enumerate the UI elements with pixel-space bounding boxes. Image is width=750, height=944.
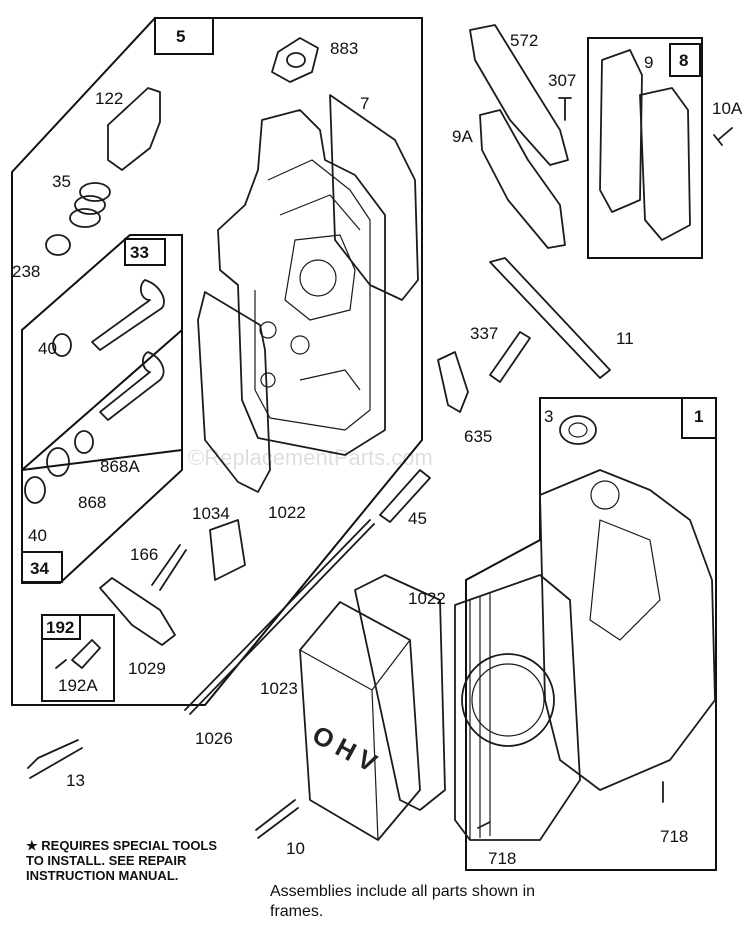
part-192-drawing [55,639,101,669]
assembly-note: Assemblies include all parts shown in fr… [270,882,535,922]
watermark: ©ReplacementParts.com [188,445,433,470]
frame-1-outline [465,397,717,871]
rocker-1029-drawing [99,577,176,646]
gasket-1022a-drawing [197,291,271,493]
frame-1-box [681,397,717,439]
part-label-11: 11 [616,329,634,348]
part-label-718a: 718 [488,849,517,868]
part-label-10: 10 [286,839,305,858]
part-label-1026: 1026 [195,729,233,748]
gasket-1022b-drawing [354,574,446,811]
frame-8-box [669,43,701,77]
part-label-122: 122 [95,89,124,108]
frame-label-8: 8 [679,51,689,70]
valve-cover-1023-drawing [299,601,421,841]
gasket-9-drawing [599,49,643,213]
part-label-35: 35 [52,172,71,191]
plate-1034-drawing [209,519,246,581]
screw-307-drawing [558,97,572,121]
part-label-718b: 718 [660,827,689,846]
frame-label-192: 192 [46,618,75,637]
ring-238-drawing [45,234,71,256]
part-label-307: 307 [548,71,577,90]
part-label-337: 337 [470,324,499,343]
gasket-883-drawing [271,37,319,83]
spark-plug-337-drawing [489,331,531,383]
part-label-9: 9 [644,53,654,72]
pushrod-1026-drawing [184,519,375,715]
tube-11-drawing [489,257,611,379]
part-label-1034: 1034 [192,504,230,523]
footnote-line-3: INSTRUCTION MANUAL. [26,868,179,883]
part-label-1022b: 1022 [408,589,446,608]
rocker-cover-drawing [639,87,691,241]
part-label-45: 45 [408,509,427,528]
pin-45-drawing [379,469,431,523]
frame-label-1: 1 [694,407,704,426]
bolt-10A-drawing [713,127,733,146]
frame-5-box [154,17,214,55]
valve-33-drawing [52,279,165,357]
part-label-192A: 192A [58,676,98,695]
head-gasket-7-drawing [329,94,419,301]
frame-label-33: 33 [130,243,149,262]
assembly-note-line-1: Assemblies include all parts shown in [270,883,536,900]
special-tools-footnote: ★ REQUIRES SPECIAL TOOLS TO INSTALL. SEE… [26,838,217,883]
footnote-line-2: TO INSTALL. SEE REPAIR [26,853,187,868]
part-label-3: 3 [544,407,554,426]
frame-192-box [41,614,81,640]
boot-635-drawing [437,351,469,413]
part-label-868A: 868A [100,457,140,476]
spring-35-drawing [69,182,111,228]
part-label-10A: 10A [712,99,743,118]
frame-label-5: 5 [176,27,186,46]
frame-5-outline [11,17,423,706]
dowel-718a-drawing [477,821,491,829]
cylinder-head-drawing [217,109,386,456]
part-label-635: 635 [464,427,493,446]
frame-33-outline [21,234,183,472]
seal-3-drawing [559,415,597,445]
part-label-1029: 1029 [128,659,166,678]
gasket-572-drawing [469,24,569,166]
frame-33-box [124,238,166,266]
frame-label-34: 34 [30,559,49,578]
bolt-13-drawing [27,739,83,779]
part-label-868: 868 [78,493,107,512]
valve-34-drawing [24,351,165,504]
part-label-7: 7 [360,94,370,113]
part-label-572: 572 [510,31,539,50]
part-label-13: 13 [66,771,85,790]
bolt-10-drawing [255,799,299,839]
part-label-1022a: 1022 [268,503,306,522]
part-label-883: 883 [330,39,359,58]
part-label-40b: 40 [28,526,47,545]
engine-block-drawing [454,469,716,841]
part-label-1023: 1023 [260,679,298,698]
stud-166-drawing [151,544,187,591]
frame-34-box [21,551,63,583]
bracket-122-drawing [107,87,161,171]
assembly-note-line-2: frames. [270,903,324,920]
frame-8-outline [587,37,703,259]
part-label-166: 166 [130,545,159,564]
part-label-9A: 9A [452,127,473,146]
part-label-40a: 40 [38,339,57,358]
part-label-238: 238 [12,262,41,281]
gasket-9A-drawing [479,109,566,249]
footnote-line-1: ★ REQUIRES SPECIAL TOOLS [26,838,218,853]
